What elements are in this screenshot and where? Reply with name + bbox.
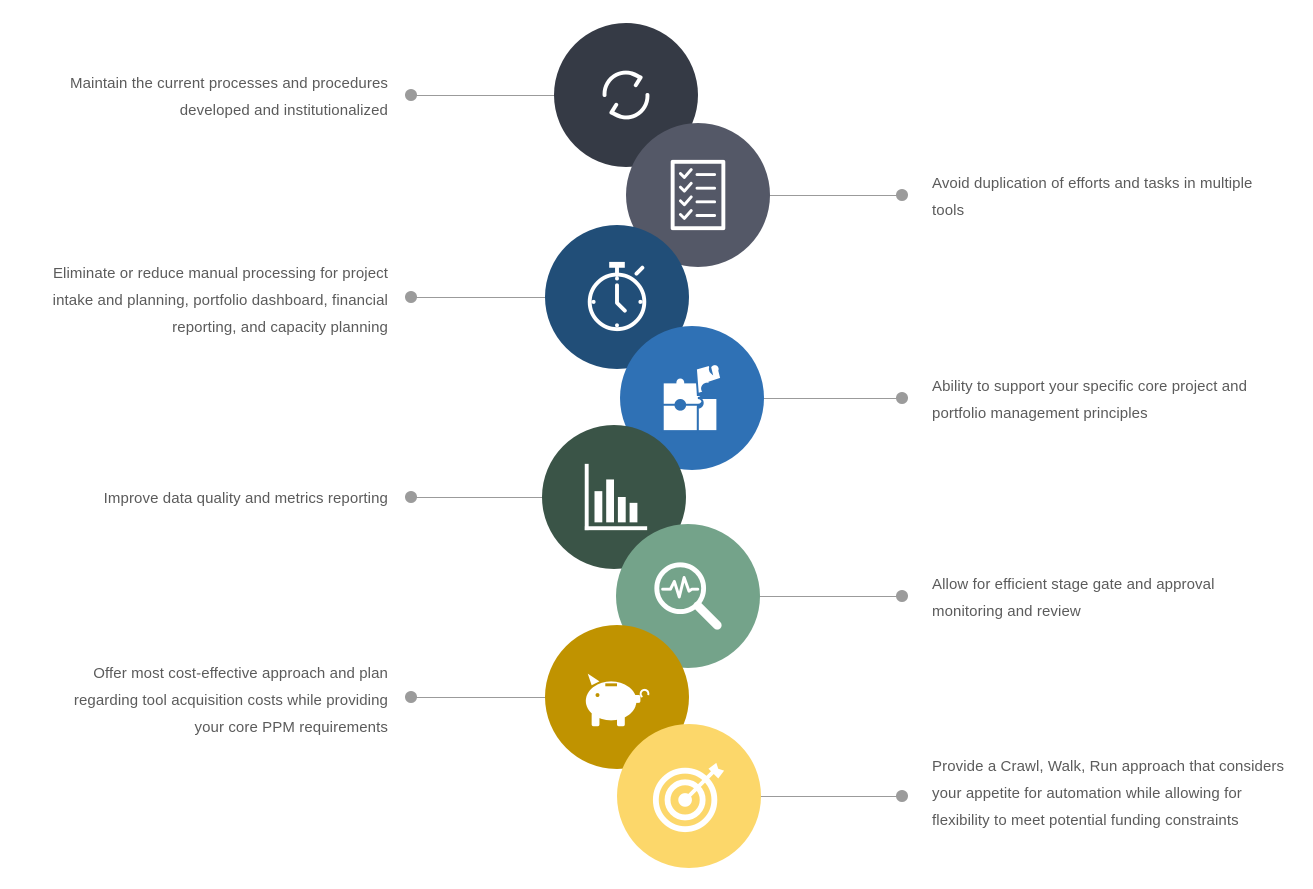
item-text-7: Offer most cost-effective approach and p… xyxy=(74,660,388,741)
connector-line xyxy=(758,596,902,597)
connector-dot xyxy=(896,790,908,802)
connector-line xyxy=(411,697,551,698)
connector-line xyxy=(411,297,551,298)
circle-1 xyxy=(554,23,698,167)
item-text-line: regarding tool acquisition costs while p… xyxy=(73,692,388,709)
item-text-line: intake and planning, portfolio dashboard… xyxy=(52,292,388,309)
connector-line xyxy=(762,398,902,399)
target-icon xyxy=(652,762,725,833)
item-text-line: reporting, and capacity planning xyxy=(172,319,388,336)
item-text-4: Ability to support your specific core pr… xyxy=(932,373,1247,427)
circle-8 xyxy=(617,724,761,868)
item-text-line: Ability to support your specific core pr… xyxy=(932,378,1248,395)
item-text-line: your appetite for automation while allow… xyxy=(932,785,1242,802)
connector-dot xyxy=(405,291,417,303)
item-text-1: Maintain the current processes and proce… xyxy=(70,70,388,124)
connector-dot xyxy=(405,491,417,503)
item-text-2: Avoid duplication of efforts and tasks i… xyxy=(932,170,1252,224)
piggy-bank-icon xyxy=(585,673,650,727)
stopwatch-icon xyxy=(587,261,647,332)
puzzle-icon xyxy=(661,363,723,433)
bar-chart-icon xyxy=(584,463,648,531)
item-text-line: Eliminate or reduce manual processing fo… xyxy=(52,265,388,282)
item-text-line: developed and institutionalized xyxy=(179,102,388,119)
connector-dot xyxy=(896,590,908,602)
item-text-line: Avoid duplication of efforts and tasks i… xyxy=(932,175,1253,192)
item-text-line: your core PPM requirements xyxy=(194,719,388,736)
connector-line xyxy=(411,497,547,498)
item-text-line: Offer most cost-effective approach and p… xyxy=(93,665,388,682)
item-text-line: flexibility to meet potential funding co… xyxy=(932,812,1239,829)
item-text-line: portfolio management principles xyxy=(932,405,1148,422)
connector-dot xyxy=(896,392,908,404)
item-text-3: Eliminate or reduce manual processing fo… xyxy=(53,260,388,341)
item-text-line: Provide a Crawl, Walk, Run approach that… xyxy=(932,758,1285,775)
connector-dot xyxy=(405,691,417,703)
magnifier-pulse-icon xyxy=(654,562,722,630)
connector-line xyxy=(760,796,902,797)
item-text-5: Improve data quality and metrics reporti… xyxy=(104,485,388,512)
item-text-line: tools xyxy=(932,202,965,219)
item-text-line: monitoring and review xyxy=(932,603,1081,620)
checklist-icon xyxy=(670,159,726,231)
connector-line xyxy=(768,195,902,196)
refresh-cycle-icon xyxy=(602,70,650,120)
connector-line xyxy=(411,95,561,96)
item-text-8: Provide a Crawl, Walk, Run approach that… xyxy=(932,753,1284,834)
item-text-line: Allow for efficient stage gate and appro… xyxy=(932,576,1215,593)
connector-dot xyxy=(896,189,908,201)
item-text-line: Maintain the current processes and proce… xyxy=(69,75,388,92)
item-text-line: Improve data quality and metrics reporti… xyxy=(103,490,388,507)
connector-dot xyxy=(405,89,417,101)
item-text-6: Allow for efficient stage gate and appro… xyxy=(932,571,1215,625)
